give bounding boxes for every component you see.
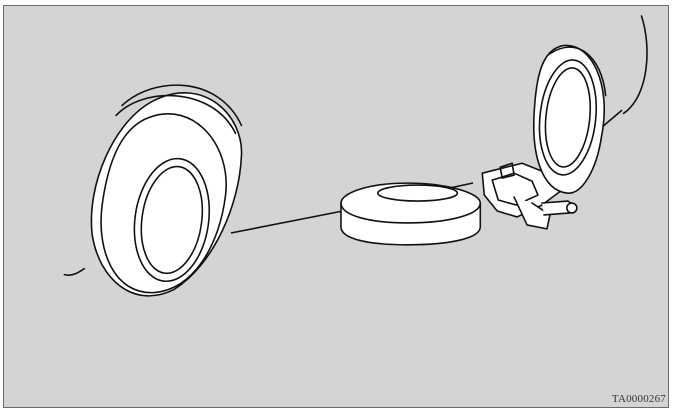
illustration-frame: TA0000267 xyxy=(3,5,669,408)
car-rear-edge xyxy=(64,269,84,275)
figure-code: TA0000267 xyxy=(612,393,666,405)
front-wheel-illustration xyxy=(534,45,606,193)
car-body-contour xyxy=(624,16,647,114)
tire-change-illustration xyxy=(4,6,668,407)
rear-wheel-illustration xyxy=(91,85,241,296)
spare-tire-illustration xyxy=(341,183,480,245)
